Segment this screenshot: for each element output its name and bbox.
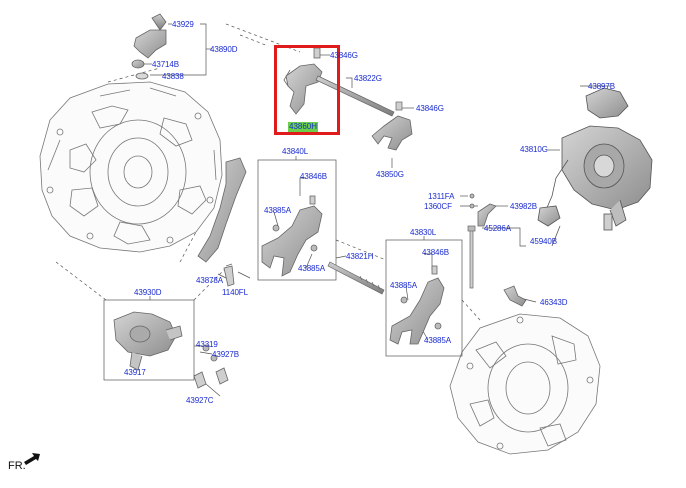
shift-fork-43830L [389,265,445,345]
part-label[interactable]: 43897B [588,82,615,91]
part-label[interactable]: 43885A [264,206,291,215]
washer-43838 [135,72,149,80]
part-label[interactable]: 43982B [510,202,537,211]
front-arrow-icon [24,453,40,465]
valve-body-43930D [113,311,229,389]
part-label[interactable]: 43846B [422,248,449,257]
part-label[interactable]: 43846G [416,104,444,113]
part-label[interactable]: 43714B [152,60,179,69]
part-label[interactable]: 43929 [172,20,194,29]
part-label[interactable]: 1311FA [428,192,455,201]
part-label[interactable]: 43917 [124,368,146,377]
highlight-box [274,45,340,135]
part-label[interactable]: 43878A [196,276,223,285]
actuator-43810G [537,87,653,247]
part-label[interactable]: 43810G [520,145,548,154]
part-label[interactable]: 43840L [282,147,309,156]
shift-lever-43878A [197,157,247,287]
bracket-43982B [469,193,497,227]
part-label[interactable]: 43927B [212,350,239,359]
part-label[interactable]: 43850G [376,170,404,179]
part-label[interactable]: 45940B [530,237,557,246]
part-label[interactable]: 43885A [390,281,417,290]
part-label[interactable]: 43885A [424,336,451,345]
part-label[interactable]: 43822G [354,74,382,83]
part-label[interactable]: 1140FL [222,288,248,297]
part-label[interactable]: 43846B [300,172,327,181]
part-label[interactable]: 43838 [162,72,184,81]
part-label[interactable]: 43830L [410,228,437,237]
part-label[interactable]: 43885A [298,264,325,273]
front-direction-label: FR. [8,460,26,472]
part-label[interactable]: 43927C [186,396,214,405]
transmission-case-left [39,81,223,253]
transmission-case-right [449,313,601,455]
part-label[interactable]: 43930D [134,288,162,297]
bushing-43714B [131,59,145,69]
part-label[interactable]: 43319 [196,340,218,349]
part-label[interactable]: 1360CF [424,202,452,211]
shift-rod-43822G [315,75,403,117]
bracket-43929 [133,13,167,59]
part-label[interactable]: 46343D [540,298,568,307]
shift-rod-43821H [327,261,385,295]
shift-fork-43840L [261,195,323,277]
leader-lines [55,23,610,397]
part-label[interactable]: 43821H [346,252,374,261]
shift-fork-43850G [371,115,413,151]
part-label-highlighted[interactable]: 43860H [288,122,319,132]
part-label[interactable]: 43890D [210,45,238,54]
shift-fork-43860H [283,47,323,115]
part-label[interactable]: 45286A [484,224,511,233]
pin-45286A [467,225,476,289]
bracket-46343D [503,285,527,307]
part-label[interactable]: 43846G [330,51,358,60]
